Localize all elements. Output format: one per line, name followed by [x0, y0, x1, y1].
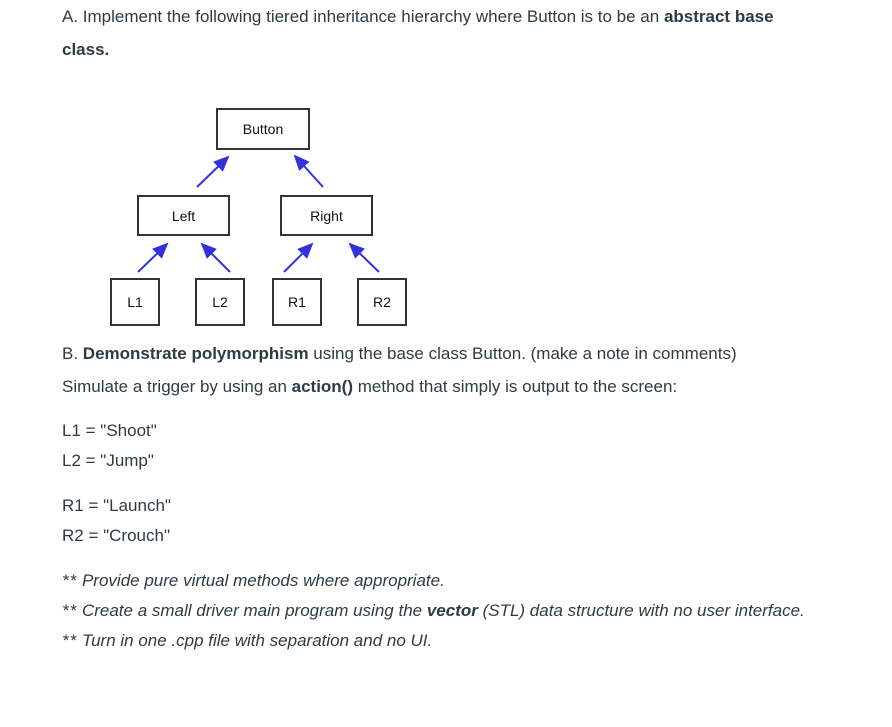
note-marker-2: **	[62, 601, 78, 620]
note-driver-program: ** Create a small driver main program us…	[62, 596, 886, 626]
paragraph-b-pre: B.	[62, 344, 83, 363]
class-box-button-label: Button	[242, 121, 284, 137]
note-2-bold: vector	[426, 601, 478, 620]
class-box-right: Right	[280, 195, 373, 236]
paragraph-b-post: using the base class Button. (make a not…	[308, 344, 737, 363]
paragraph-a-bold-line1: abstract base	[663, 7, 774, 26]
assignment-values-right: R1 = "Launch" R2 = "Crouch"	[62, 491, 886, 551]
paragraph-a-bold-line2: class.	[62, 40, 110, 59]
arrow-r1-to-right	[283, 242, 314, 273]
class-box-button: Button	[216, 108, 310, 150]
note-turn-in: ** Turn in one .cpp file with separation…	[62, 626, 886, 656]
note-marker-1: **	[62, 571, 78, 590]
class-box-r1: R1	[272, 278, 322, 326]
class-box-r2-label: R2	[373, 294, 391, 310]
paragraph-b-bold: Demonstrate polymorphism	[82, 344, 309, 363]
note-marker-3: **	[62, 631, 78, 650]
paragraph-simulate-pre: Simulate a trigger by using an	[62, 377, 292, 396]
class-box-l2: L2	[195, 278, 245, 326]
requirement-notes: ** Provide pure virtual methods where ap…	[62, 566, 886, 656]
paragraph-simulate: Simulate a trigger by using an action() …	[62, 370, 886, 403]
class-box-r1-label: R1	[288, 294, 306, 310]
arrow-left-to-button	[196, 155, 230, 188]
arrow-l2-to-left	[200, 242, 231, 273]
paragraph-b: B. Demonstrate polymorphism using the ba…	[62, 337, 886, 370]
note-1-text: Provide pure virtual methods where appro…	[77, 571, 445, 590]
section-b: B. Demonstrate polymorphism using the ba…	[0, 337, 892, 656]
note-2-text: Create a small driver main program using…	[77, 601, 427, 620]
assignment-l2: L2 = "Jump"	[62, 451, 154, 470]
inheritance-diagram: Button Left Right L1 L2 R1 R2	[0, 102, 892, 337]
class-box-l2-label: L2	[212, 294, 228, 310]
paragraph-a-text: A. Implement the following tiered inheri…	[62, 7, 664, 26]
paragraph-a: A. Implement the following tiered inheri…	[62, 0, 886, 66]
class-box-r2: R2	[357, 278, 407, 326]
paragraph-simulate-post: method that simply is output to the scre…	[353, 377, 678, 396]
arrow-r2-to-right	[348, 242, 380, 273]
arrow-right-to-button	[293, 154, 324, 188]
class-box-l1: L1	[110, 278, 160, 326]
assignment-l1: L1 = "Shoot"	[62, 421, 157, 440]
assignment-values-left: L1 = "Shoot" L2 = "Jump"	[62, 416, 886, 476]
class-box-left-label: Left	[171, 207, 196, 224]
assignment-r1: R1 = "Launch"	[62, 496, 171, 515]
section-a: A. Implement the following tiered inheri…	[0, 0, 892, 66]
class-box-right-label: Right	[310, 207, 343, 224]
class-box-left: Left	[137, 195, 230, 236]
paragraph-simulate-bold: action()	[291, 377, 354, 396]
note-2-post: (STL) data structure with no user interf…	[477, 601, 805, 620]
arrow-l1-to-left	[137, 242, 169, 273]
note-3-text: Turn in one .cpp file with separation an…	[77, 631, 433, 650]
note-pure-virtual: ** Provide pure virtual methods where ap…	[62, 566, 886, 596]
class-box-l1-label: L1	[127, 294, 143, 310]
assignment-r2: R2 = "Crouch"	[62, 526, 170, 545]
